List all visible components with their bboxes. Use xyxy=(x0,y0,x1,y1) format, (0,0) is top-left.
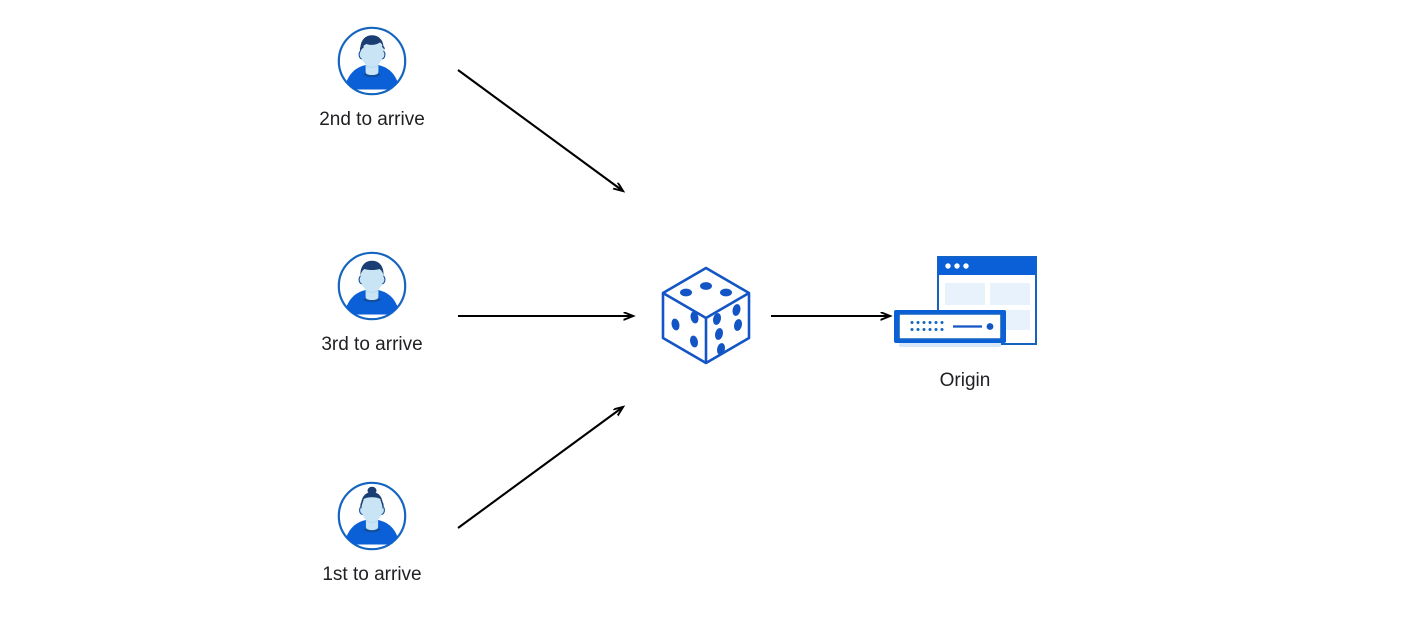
node-label: Origin xyxy=(939,370,991,391)
user-avatar-icon xyxy=(335,24,409,98)
user-avatar-icon xyxy=(335,479,409,553)
arrow-2nd-to-dice xyxy=(457,69,623,191)
node-origin[interactable]: Origin xyxy=(880,252,1050,392)
node-label: 3rd to arrive xyxy=(321,334,423,355)
node-client-2nd[interactable]: 2nd to arrive xyxy=(287,24,457,131)
node-client-1st[interactable]: 1st to arrive xyxy=(287,479,457,586)
arrow-1st-to-dice xyxy=(457,407,623,529)
node-randomizer[interactable] xyxy=(655,262,757,366)
node-label: 2nd to arrive xyxy=(319,109,425,130)
node-client-3rd[interactable]: 3rd to arrive xyxy=(287,249,457,356)
node-label: 1st to arrive xyxy=(322,564,422,585)
user-avatar-icon xyxy=(335,249,409,323)
router-device-shape xyxy=(894,310,1006,347)
dice-icon xyxy=(655,262,757,366)
origin-server-icon xyxy=(890,252,1040,357)
